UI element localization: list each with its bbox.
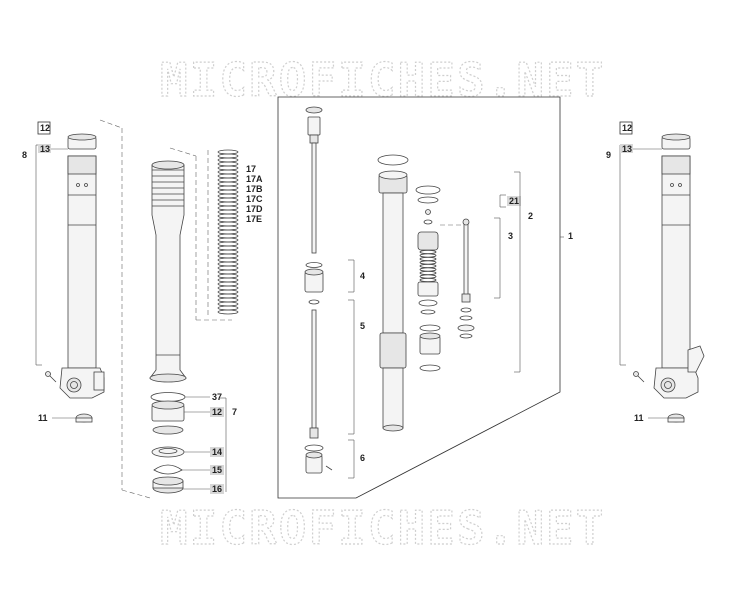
left-fork-leg: 12 13 8 11 — [22, 119, 123, 490]
outer-tube — [149, 147, 232, 383]
callout-2: 2 — [528, 211, 533, 221]
callout-5: 5 — [360, 321, 365, 331]
watermark-top: MICROFICHES.NET — [160, 53, 605, 107]
callout-11-right: 11 — [634, 413, 644, 423]
callout-17e: 17E — [246, 214, 262, 224]
callout-21: 21 — [509, 196, 519, 206]
right-fork-leg: 12 13 9 11 — [606, 121, 705, 423]
callout-13: 13 — [40, 144, 50, 154]
callout-7: 7 — [232, 407, 237, 417]
callout-6: 6 — [360, 453, 365, 463]
callout-8: 8 — [22, 150, 27, 160]
callout-17d: 17D — [246, 204, 263, 214]
callout-17: 17 — [246, 164, 256, 174]
callout-17a: 17A — [246, 174, 263, 184]
callout-15: 15 — [212, 465, 222, 475]
callout-11: 11 — [38, 413, 48, 423]
callout-9: 9 — [606, 150, 611, 160]
watermark-bottom: MICROFICHES.NET — [160, 501, 605, 555]
fork-spring: 17 17A 17B 17C 17D 17E — [207, 149, 263, 318]
cartridge-assembly: 4 5 6 — [277, 96, 573, 499]
callout-1: 1 — [568, 231, 573, 241]
callout-3: 3 — [508, 231, 513, 241]
callout-17c: 17C — [246, 194, 263, 204]
slider-bushing-kit: 37 12 7 14 15 16 — [121, 392, 237, 499]
callout-37: 37 — [212, 392, 222, 402]
callout-16: 16 — [212, 484, 222, 494]
callout-13-right: 13 — [622, 144, 632, 154]
callout-14: 14 — [212, 447, 222, 457]
callout-12-right: 12 — [622, 123, 632, 133]
callout-4: 4 — [360, 271, 365, 281]
callout-17b: 17B — [246, 184, 263, 194]
callout-12: 12 — [40, 123, 50, 133]
callout-12-kit: 12 — [212, 407, 222, 417]
